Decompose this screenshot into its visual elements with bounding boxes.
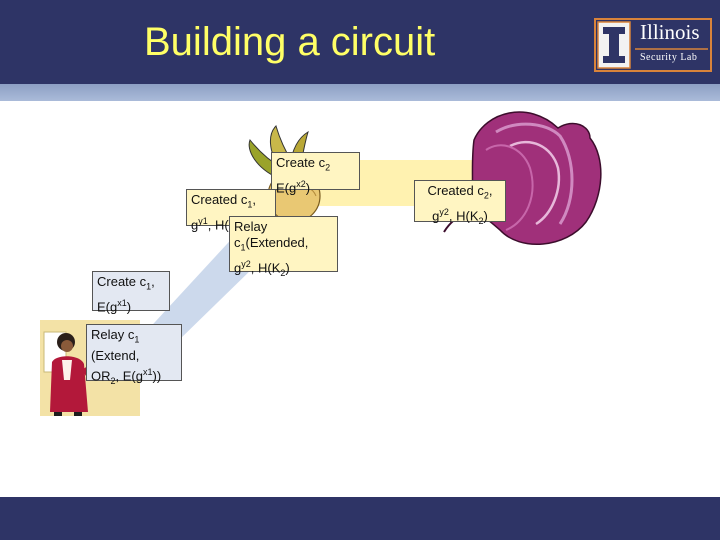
logo-line2: Security Lab [640,52,698,63]
logo-line1: Illinois [640,20,700,44]
illinois-logo-icon [594,18,712,72]
callout-create-c2: Create c2 E(gx2) [271,152,360,195]
callout-relay-extend: Relay c1 (Extend, OR2, E(gx1)) [86,324,182,386]
footer-bar [0,497,720,540]
header-stripe [0,84,720,101]
callout-create-c1: Create c1, E(gx1) [92,271,170,314]
callout-relay-extended: Relay c1(Extended, gy2, H(K2) [229,216,338,278]
callout-created-c2: Created c2, gy2, H(K2) [414,180,506,226]
slide-title: Building a circuit [144,20,436,64]
